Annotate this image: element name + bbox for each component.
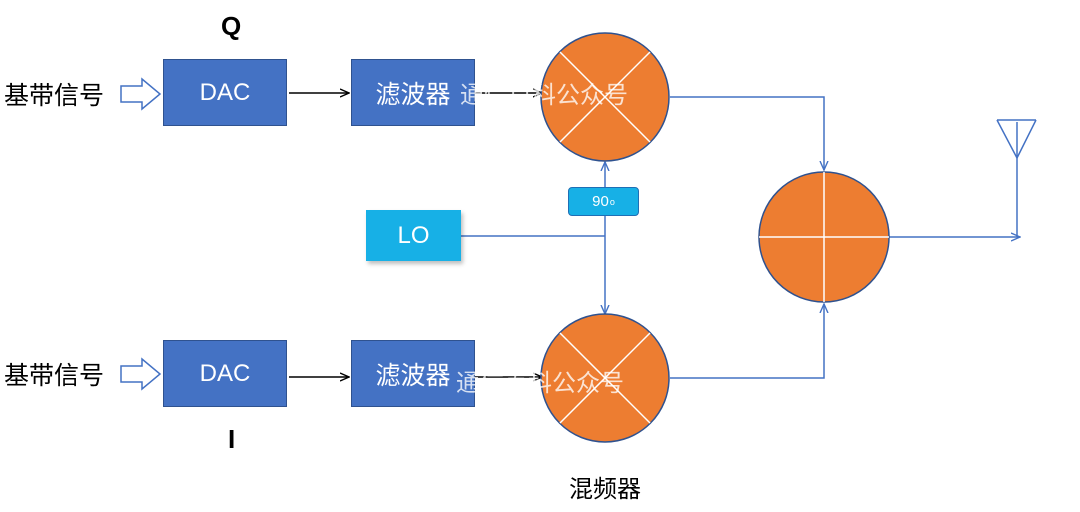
- mixer-q-to-combiner: [670, 96, 824, 170]
- baseband-signal-q-label: 基带信号: [4, 81, 105, 110]
- mixer-q: [540, 32, 670, 162]
- dac-i: DAC: [163, 340, 287, 407]
- dac-q: DAC: [163, 59, 287, 126]
- mixer-caption: 混频器: [569, 475, 641, 503]
- filter-i: 滤波器: [351, 340, 475, 407]
- filter-q: 滤波器: [351, 59, 475, 126]
- i-branch-label: I: [228, 424, 236, 454]
- input-arrow-i: [120, 357, 162, 391]
- phase-shift-unit: o: [609, 196, 615, 207]
- baseband-signal-i-label: 基带信号: [4, 361, 105, 390]
- local-oscillator: LO: [366, 210, 461, 261]
- phase-shift-value: 90: [592, 193, 609, 210]
- q-branch-label: Q: [221, 11, 242, 41]
- mixer-i-to-combiner: [670, 304, 824, 379]
- input-arrow-q: [120, 77, 162, 111]
- watermark-top: 通信百科公众号: [460, 81, 628, 109]
- antenna-icon: [996, 119, 1037, 159]
- watermark-bottom: 通信百科公众号: [456, 369, 624, 397]
- mixer-i: [540, 313, 670, 443]
- combiner: [758, 171, 890, 303]
